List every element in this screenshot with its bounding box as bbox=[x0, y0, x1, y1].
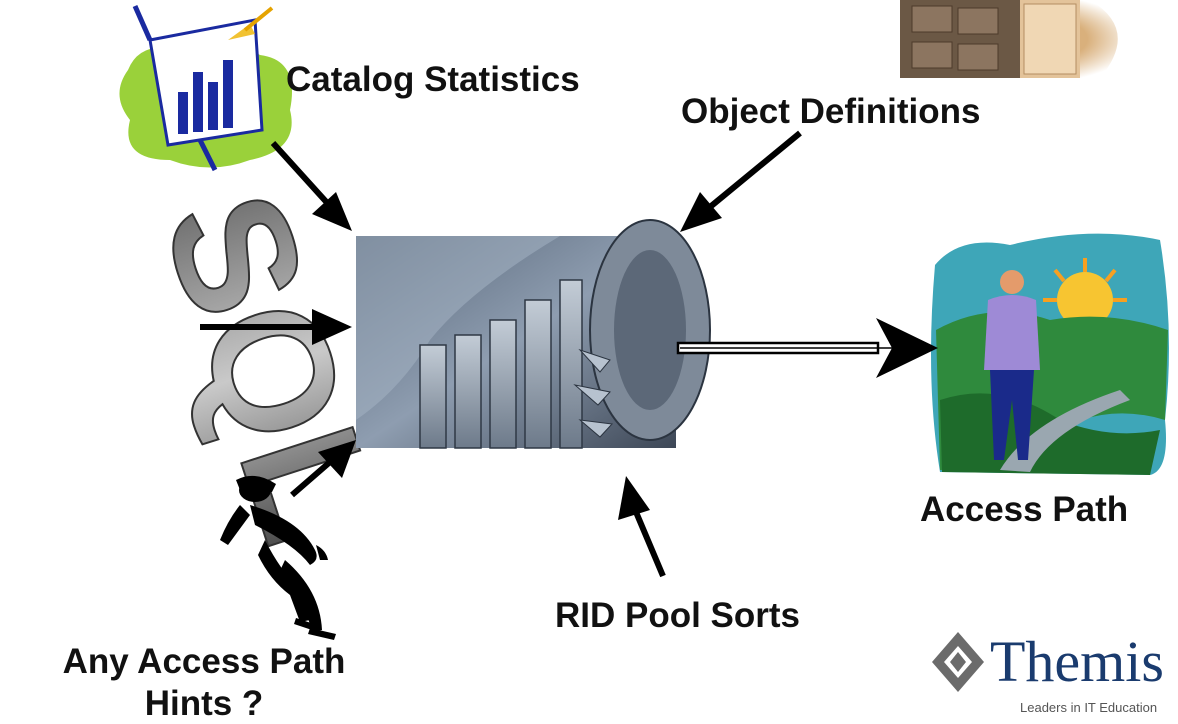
person-sunrise-landscape-icon bbox=[931, 233, 1169, 475]
themis-logo-text: Themis bbox=[990, 629, 1164, 694]
label-access-path: Access Path bbox=[920, 490, 1129, 529]
label-rid-pool-sorts: RID Pool Sorts bbox=[555, 596, 801, 635]
file-cabinet-photo bbox=[900, 0, 1118, 78]
gears-photo bbox=[356, 219, 711, 449]
arrow-sql-to-engine bbox=[200, 309, 352, 345]
label-hints-line1: Any Access Path bbox=[62, 642, 346, 681]
thinking-man-icon bbox=[220, 475, 336, 640]
chart-easel-icon bbox=[119, 4, 292, 172]
label-hints-line2: Hints ? bbox=[144, 684, 264, 723]
themis-logo-mark-icon bbox=[932, 632, 984, 692]
arrow-engine-to-access-path bbox=[676, 318, 938, 378]
themis-tagline: Leaders in IT Education bbox=[1020, 700, 1158, 715]
label-catalog-statistics: Catalog Statistics bbox=[286, 60, 580, 99]
label-object-definitions: Object Definitions bbox=[681, 92, 981, 131]
arrow-statistics-to-engine bbox=[270, 140, 352, 231]
arrow-rid-sorts-to-engine bbox=[618, 476, 666, 578]
arrow-definitions-to-engine bbox=[680, 130, 802, 232]
arrow-hints-to-engine bbox=[290, 440, 356, 498]
